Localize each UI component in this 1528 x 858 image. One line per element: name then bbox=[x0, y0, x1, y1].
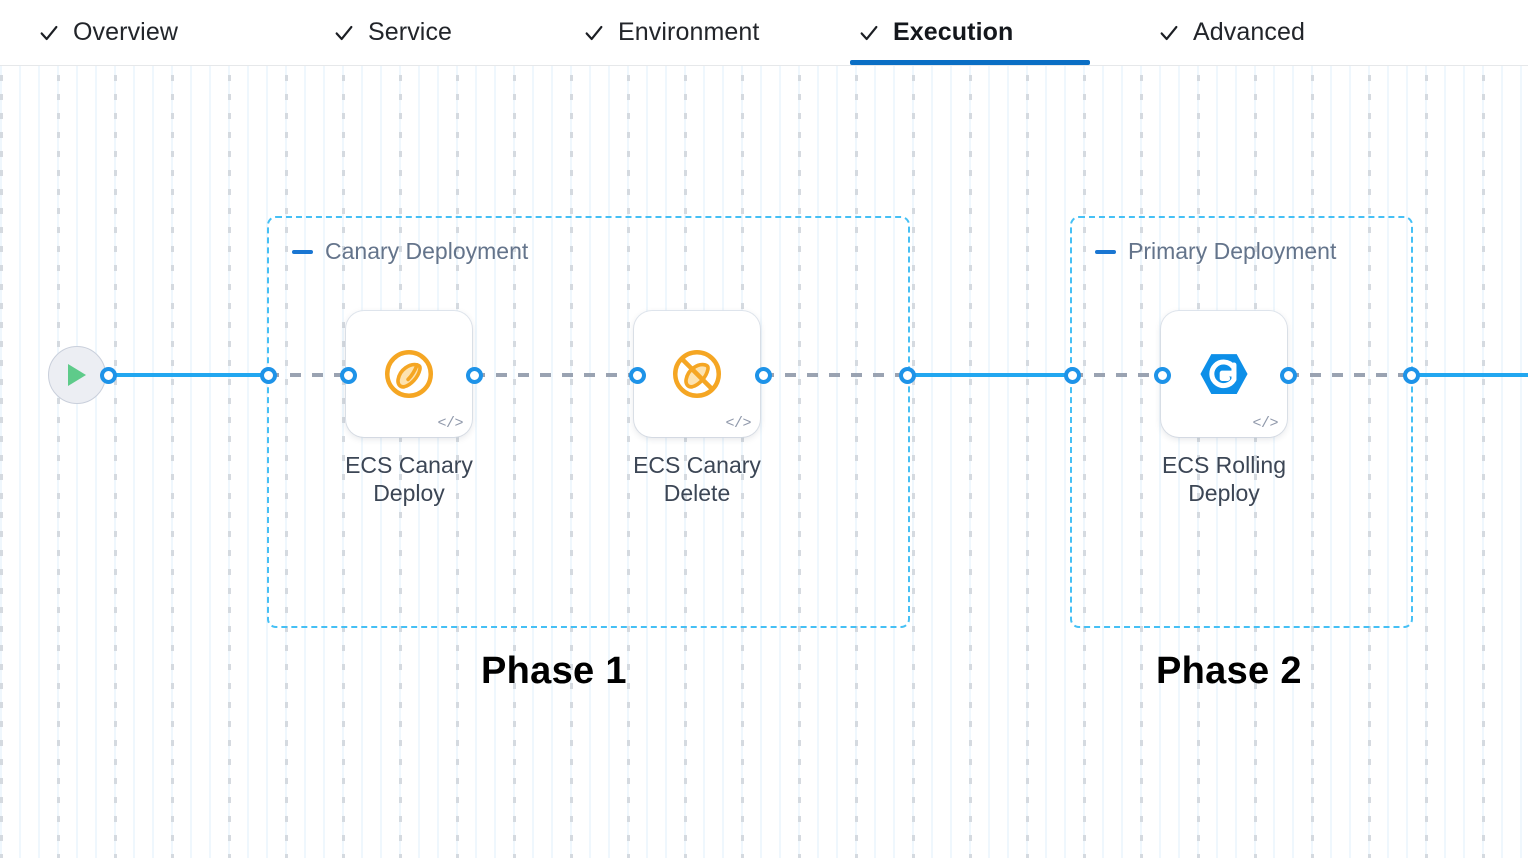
port-canary-deploy-out[interactable] bbox=[465, 366, 483, 384]
node-ecs-canary-delete[interactable]: </> bbox=[634, 311, 760, 437]
annotation-phase-2: Phase 2 bbox=[1156, 650, 1302, 692]
tab-active-underline bbox=[850, 60, 1090, 65]
pipeline-canvas[interactable]: Canary Deployment Primary Deployment </>… bbox=[0, 66, 1528, 858]
port-start-out[interactable] bbox=[99, 366, 117, 384]
node-label-ecs-canary-deploy: ECS Canary Deploy bbox=[304, 451, 514, 508]
node-label-line-1: ECS Rolling bbox=[1162, 452, 1286, 478]
port-rolling-deploy-in[interactable] bbox=[1153, 366, 1171, 384]
tab-label: Overview bbox=[73, 18, 178, 46]
group-title: Canary Deployment bbox=[325, 238, 529, 264]
rolling-deploy-icon bbox=[1200, 354, 1248, 394]
port-canary-delete-out[interactable] bbox=[754, 366, 772, 384]
group-canary-deployment[interactable]: Canary Deployment bbox=[267, 216, 910, 628]
port-primary-group-in[interactable] bbox=[1063, 366, 1081, 384]
port-canary-delete-in[interactable] bbox=[628, 366, 646, 384]
group-primary-deployment[interactable]: Primary Deployment bbox=[1070, 216, 1413, 628]
tab-label: Execution bbox=[893, 18, 1014, 46]
pipeline-start-node[interactable] bbox=[48, 346, 106, 404]
tab-environment[interactable]: Environment bbox=[575, 0, 820, 65]
group-header: Canary Deployment bbox=[292, 240, 528, 263]
tab-label: Service bbox=[368, 18, 453, 46]
node-label-line-2: Deploy bbox=[1188, 480, 1260, 507]
tab-label: Advanced bbox=[1193, 18, 1305, 46]
group-title: Primary Deployment bbox=[1128, 238, 1337, 264]
node-ecs-rolling-deploy[interactable]: </> bbox=[1161, 311, 1287, 437]
canary-bird-delete-icon bbox=[672, 349, 722, 399]
port-canary-group-in[interactable] bbox=[259, 366, 277, 384]
tab-execution[interactable]: Execution bbox=[850, 0, 1090, 65]
check-icon bbox=[335, 25, 353, 40]
node-label-line-1: ECS Canary bbox=[633, 452, 761, 478]
check-icon bbox=[40, 25, 58, 40]
canary-bird-icon bbox=[384, 349, 434, 399]
play-icon bbox=[68, 364, 86, 386]
port-canary-deploy-in[interactable] bbox=[339, 366, 357, 384]
check-icon bbox=[585, 25, 603, 40]
node-ecs-canary-deploy[interactable]: </> bbox=[346, 311, 472, 437]
node-label-line-1: ECS Canary bbox=[345, 452, 473, 478]
node-label-line-2: Delete bbox=[663, 480, 731, 507]
node-label-line-2: Deploy bbox=[373, 480, 445, 507]
group-header: Primary Deployment bbox=[1095, 240, 1336, 263]
check-icon bbox=[860, 25, 878, 40]
code-badge-icon[interactable]: </> bbox=[437, 415, 463, 432]
tab-advanced[interactable]: Advanced bbox=[1150, 0, 1355, 65]
node-label-ecs-rolling-deploy: ECS Rolling Deploy bbox=[1119, 451, 1329, 508]
minus-icon[interactable] bbox=[292, 249, 313, 254]
tab-service[interactable]: Service bbox=[325, 0, 500, 65]
port-canary-group-out[interactable] bbox=[898, 366, 916, 384]
check-icon bbox=[1160, 25, 1178, 40]
code-badge-icon[interactable]: </> bbox=[725, 415, 751, 432]
wizard-tab-bar: Overview Service Environment Execution A… bbox=[0, 0, 1528, 66]
port-primary-group-out[interactable] bbox=[1402, 366, 1420, 384]
tab-overview[interactable]: Overview bbox=[30, 0, 235, 65]
node-label-ecs-canary-delete: ECS Canary Delete bbox=[592, 451, 802, 508]
minus-icon[interactable] bbox=[1095, 249, 1116, 254]
port-rolling-deploy-out[interactable] bbox=[1279, 366, 1297, 384]
code-badge-icon[interactable]: </> bbox=[1252, 415, 1278, 432]
tab-label: Environment bbox=[618, 18, 760, 46]
annotation-phase-1: Phase 1 bbox=[481, 650, 627, 692]
